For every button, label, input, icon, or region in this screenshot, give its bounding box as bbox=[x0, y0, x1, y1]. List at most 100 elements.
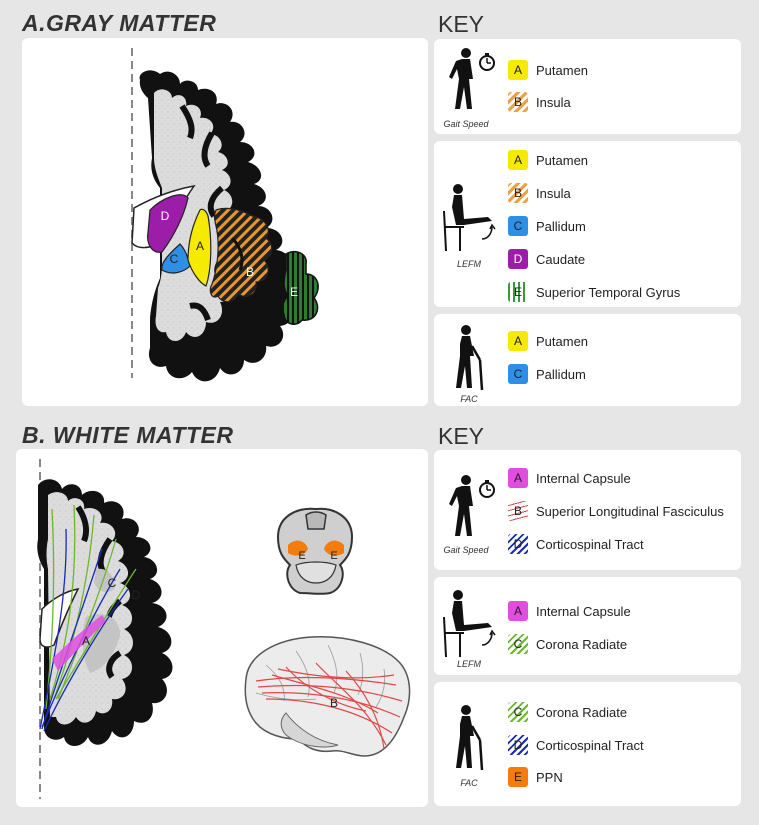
gray-key-card-fac: FAC A Putamen C Pallidum bbox=[434, 314, 741, 406]
key-item-superior-longitudinal-fasciculus: B Superior Longitudinal Fasciculus bbox=[508, 500, 724, 522]
key-item-label: Pallidum bbox=[536, 366, 586, 382]
key-item-label: Putamen bbox=[536, 62, 589, 78]
putamen-swatch: A bbox=[508, 331, 528, 351]
key-item-label: Pallidum bbox=[536, 218, 586, 234]
slf-swatch: B bbox=[508, 501, 528, 521]
key-item-label: Putamen bbox=[536, 152, 589, 168]
putamen-label: A bbox=[196, 239, 204, 253]
measure-label: LEFM bbox=[456, 659, 481, 669]
key-item-label: Corona Radiate bbox=[536, 636, 628, 652]
corticospinal-tract-label: D bbox=[132, 588, 141, 602]
key-item-putamen: A Putamen bbox=[508, 149, 588, 171]
ppn-swatch: E bbox=[508, 767, 528, 787]
white-key-card-fac: FAC C Corona Radiate D Corticospinal Tra… bbox=[434, 682, 741, 806]
key-item-label: Putamen bbox=[536, 333, 589, 349]
key-item-corticospinal-tract: D Corticospinal Tract bbox=[508, 734, 644, 756]
seated-leg-extension-icon bbox=[443, 590, 496, 658]
superior-temporal-gyrus-region bbox=[281, 250, 319, 325]
white-matter-title: B. WHITE MATTER bbox=[22, 422, 234, 448]
gray-matter-panel: D C A B E bbox=[22, 38, 428, 406]
gray-key-card-gait-speed: Gait Speed A Putamen B Insula bbox=[434, 39, 741, 134]
corona-radiata-label: C bbox=[108, 576, 117, 590]
key-item-label: Corticospinal Tract bbox=[536, 536, 644, 552]
superior-longitudinal-fasciculus-fibers bbox=[255, 662, 403, 750]
key-item-label: Internal Capsule bbox=[536, 603, 631, 619]
corticospinal-tract-swatch: D bbox=[508, 735, 528, 755]
measure-label: LEFM bbox=[456, 259, 481, 269]
white-key-card-gait-speed: Gait Speed A Internal Capsule B Superior… bbox=[434, 450, 741, 570]
key-item-insula: B Insula bbox=[508, 182, 571, 204]
superior-temporal-gyrus-label: E bbox=[290, 285, 298, 299]
lateral-ventricle bbox=[39, 588, 80, 648]
key-item-label: Insula bbox=[536, 185, 571, 201]
ppn-right-label: E bbox=[330, 550, 337, 562]
superior-temporal-gyrus-swatch: E bbox=[508, 282, 528, 302]
brainstem-diagram: E E bbox=[276, 507, 354, 595]
measure-label: FAC bbox=[460, 778, 478, 788]
key-item-label: Corona Radiate bbox=[536, 704, 628, 720]
pallidum-swatch: C bbox=[508, 216, 528, 236]
putamen-swatch: A bbox=[508, 150, 528, 170]
key-item-corona-radiate: C Corona Radiate bbox=[508, 633, 627, 655]
gray-matter-title: A.GRAY MATTER bbox=[22, 10, 217, 36]
pallidum-region bbox=[161, 243, 191, 274]
corticospinal-tract-fibers bbox=[39, 528, 129, 732]
key-item-ppn: E PPN bbox=[508, 766, 563, 788]
key-item-pallidum: C Pallidum bbox=[508, 363, 586, 385]
white-key-title: KEY bbox=[438, 423, 485, 449]
key-item-caudate: D Caudate bbox=[508, 248, 585, 270]
key-item-insula: B Insula bbox=[508, 91, 571, 113]
walking-person-stopwatch-icon bbox=[449, 48, 495, 109]
person-with-cane-icon bbox=[456, 325, 484, 391]
key-item-label: Insula bbox=[536, 94, 571, 110]
insula-label: B bbox=[246, 265, 254, 279]
key-item-corona-radiate: C Corona Radiate bbox=[508, 701, 627, 723]
key-item-label: Corticospinal Tract bbox=[536, 737, 644, 753]
slf-label: B bbox=[330, 696, 338, 710]
measure-label: Gait Speed bbox=[443, 545, 489, 555]
seated-leg-extension-icon bbox=[443, 184, 496, 252]
insula-swatch: B bbox=[508, 183, 528, 203]
key-item-label: Caudate bbox=[536, 251, 586, 267]
caudate-region bbox=[147, 194, 189, 253]
internal-capsule-swatch: A bbox=[508, 601, 528, 621]
corona-radiate-swatch: C bbox=[508, 634, 528, 654]
key-item-internal-capsule: A Internal Capsule bbox=[508, 600, 631, 622]
lateral-brain-diagram: B bbox=[244, 636, 411, 757]
gray-key-title: KEY bbox=[438, 11, 485, 37]
ppn-left-label: E bbox=[298, 550, 305, 562]
person-with-cane-icon bbox=[456, 705, 484, 771]
internal-capsule-label: A bbox=[82, 634, 90, 648]
white-matter-panel: C D A E E bbox=[16, 449, 428, 807]
key-item-putamen: A Putamen bbox=[508, 59, 588, 81]
ppn-right-region bbox=[324, 540, 344, 556]
key-item-label: Superior Temporal Gyrus bbox=[536, 284, 681, 300]
insula-swatch: B bbox=[508, 92, 528, 112]
corticospinal-tract-swatch: D bbox=[508, 534, 528, 554]
measure-label: Gait Speed bbox=[443, 119, 489, 129]
key-item-putamen: A Putamen bbox=[508, 330, 588, 352]
internal-capsule-swatch: A bbox=[508, 468, 528, 488]
key-item-label: Superior Longitudinal Fasciculus bbox=[536, 503, 724, 519]
putamen-region bbox=[187, 208, 212, 287]
internal-capsule-region bbox=[52, 615, 106, 671]
key-item-corticospinal-tract: D Corticospinal Tract bbox=[508, 533, 644, 555]
walking-person-stopwatch-icon bbox=[449, 475, 495, 536]
ppn-left-region bbox=[288, 540, 308, 556]
gray-matter-brain-diagram: D C A B E bbox=[131, 48, 319, 382]
measure-label: FAC bbox=[460, 394, 478, 404]
caudate-label: D bbox=[161, 209, 170, 223]
white-matter-brain-diagram: C D A E E bbox=[37, 459, 411, 799]
key-item-label: PPN bbox=[536, 769, 563, 785]
corona-radiate-swatch: C bbox=[508, 702, 528, 722]
putamen-swatch: A bbox=[508, 60, 528, 80]
gray-key-card-lefm: LEFM A Putamen B Insula C Pallidum D Cau… bbox=[434, 141, 741, 307]
key-item-internal-capsule: A Internal Capsule bbox=[508, 467, 631, 489]
key-item-label: Internal Capsule bbox=[536, 470, 631, 486]
pallidum-label: C bbox=[170, 252, 179, 266]
white-key-card-lefm: LEFM A Internal Capsule C Corona Radiate bbox=[434, 577, 741, 675]
key-item-superior-temporal-gyrus: E Superior Temporal Gyrus bbox=[508, 281, 680, 303]
caudate-swatch: D bbox=[508, 249, 528, 269]
key-item-pallidum: C Pallidum bbox=[508, 215, 586, 237]
pallidum-swatch: C bbox=[508, 364, 528, 384]
